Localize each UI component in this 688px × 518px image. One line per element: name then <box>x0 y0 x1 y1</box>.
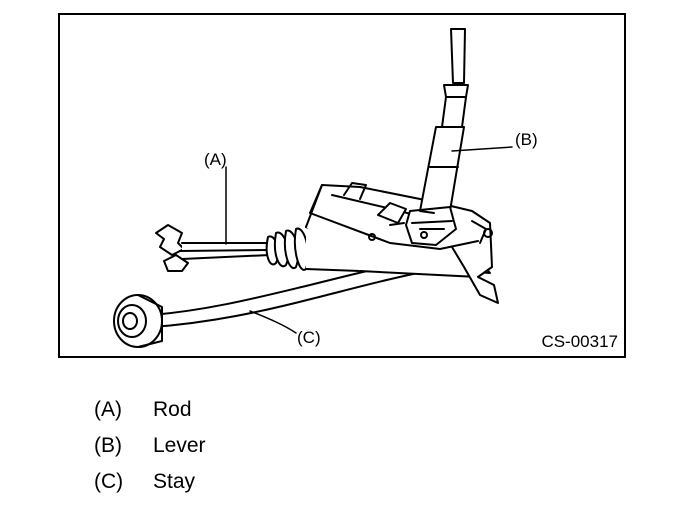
callout-a-label: (A) <box>204 150 227 169</box>
shifter-assembly-drawing <box>113 28 513 348</box>
legend-key: (B) <box>94 434 122 457</box>
legend-item: (A) Rod <box>94 392 206 428</box>
legend-label: Stay <box>153 470 196 493</box>
housing-drawing <box>305 182 499 304</box>
legend-key: (A) <box>94 398 122 421</box>
leader-line-b <box>451 146 513 152</box>
callout-c-label: (C) <box>297 328 321 347</box>
leader-line-c <box>249 310 297 334</box>
legend-label: Rod <box>153 398 192 421</box>
illustration-frame: (A) (B) (C) CS-00317 <box>58 13 626 358</box>
parts-legend: (A) Rod (B) Lever (C) Stay <box>94 392 206 500</box>
leader-lines <box>225 146 513 334</box>
lever-drawing <box>389 28 469 246</box>
figure-id: CS-00317 <box>541 332 618 351</box>
legend-item: (C) Stay <box>94 464 206 500</box>
legend-key: (C) <box>94 470 124 493</box>
legend-item: (B) Lever <box>94 428 206 464</box>
legend-label: Lever <box>153 434 206 457</box>
callout-b-label: (B) <box>515 130 538 149</box>
